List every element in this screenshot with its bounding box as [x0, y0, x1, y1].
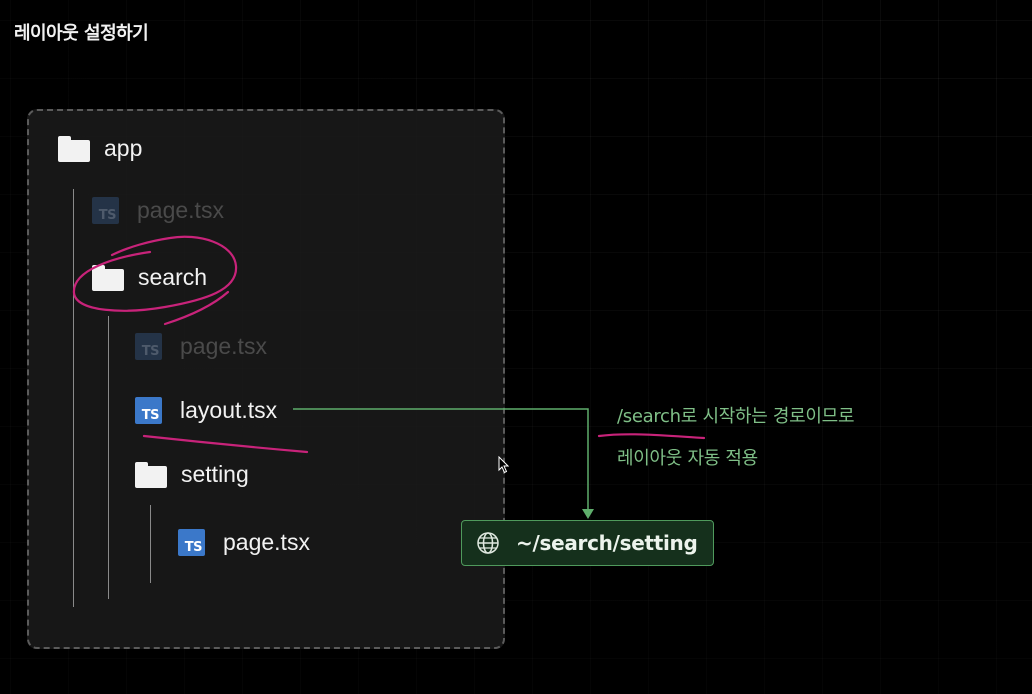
connector-line: [293, 408, 589, 512]
folder-icon: [58, 135, 90, 162]
typescript-file-icon: TS: [92, 197, 119, 224]
tree-item-label: search: [138, 264, 208, 290]
tree-item-app-page[interactable]: TS page.tsx: [92, 197, 224, 224]
tree-item-label: page.tsx: [137, 197, 224, 223]
route-url-text: ~/search/setting: [516, 531, 698, 555]
typescript-file-icon: TS: [178, 529, 205, 556]
tree-item-setting[interactable]: setting: [135, 461, 249, 488]
tree-item-search-layout[interactable]: TS layout.tsx: [135, 397, 277, 424]
tree-item-label: page.tsx: [180, 333, 267, 359]
mouse-pointer-icon: [498, 455, 510, 479]
tree-item-app[interactable]: app: [58, 135, 142, 162]
globe-icon: [476, 531, 500, 555]
annotation-line-2: 레이아웃 자동 적용: [617, 448, 758, 469]
file-tree-panel: app TS page.tsx search TS page.tsx TS la…: [27, 109, 505, 649]
page-title: 레이아웃 설정하기: [14, 23, 149, 44]
typescript-file-icon: TS: [135, 397, 162, 424]
underline-search-path: [597, 433, 706, 440]
tree-line-setting: [150, 505, 151, 583]
tree-item-label: app: [104, 135, 143, 161]
tree-line-search: [108, 316, 109, 599]
annotation-line-1: /search로 시작하는 경로이므로: [617, 406, 855, 427]
tree-item-search[interactable]: search: [92, 264, 207, 291]
typescript-file-icon: TS: [135, 333, 162, 360]
tree-line-app: [73, 189, 74, 607]
folder-icon: [92, 264, 124, 291]
tree-item-label: layout.tsx: [180, 397, 278, 423]
highlight-tail-search: [163, 290, 230, 326]
tree-item-label: page.tsx: [223, 529, 310, 555]
folder-icon: [135, 461, 167, 488]
tree-item-search-page[interactable]: TS page.tsx: [135, 333, 267, 360]
underline-layout: [142, 434, 309, 454]
tree-item-label: setting: [181, 461, 249, 487]
tree-item-setting-page[interactable]: TS page.tsx: [178, 529, 310, 556]
route-url-box: ~/search/setting: [461, 520, 714, 566]
connector-arrowhead: [582, 509, 594, 519]
highlight-circle-search: [72, 235, 238, 312]
